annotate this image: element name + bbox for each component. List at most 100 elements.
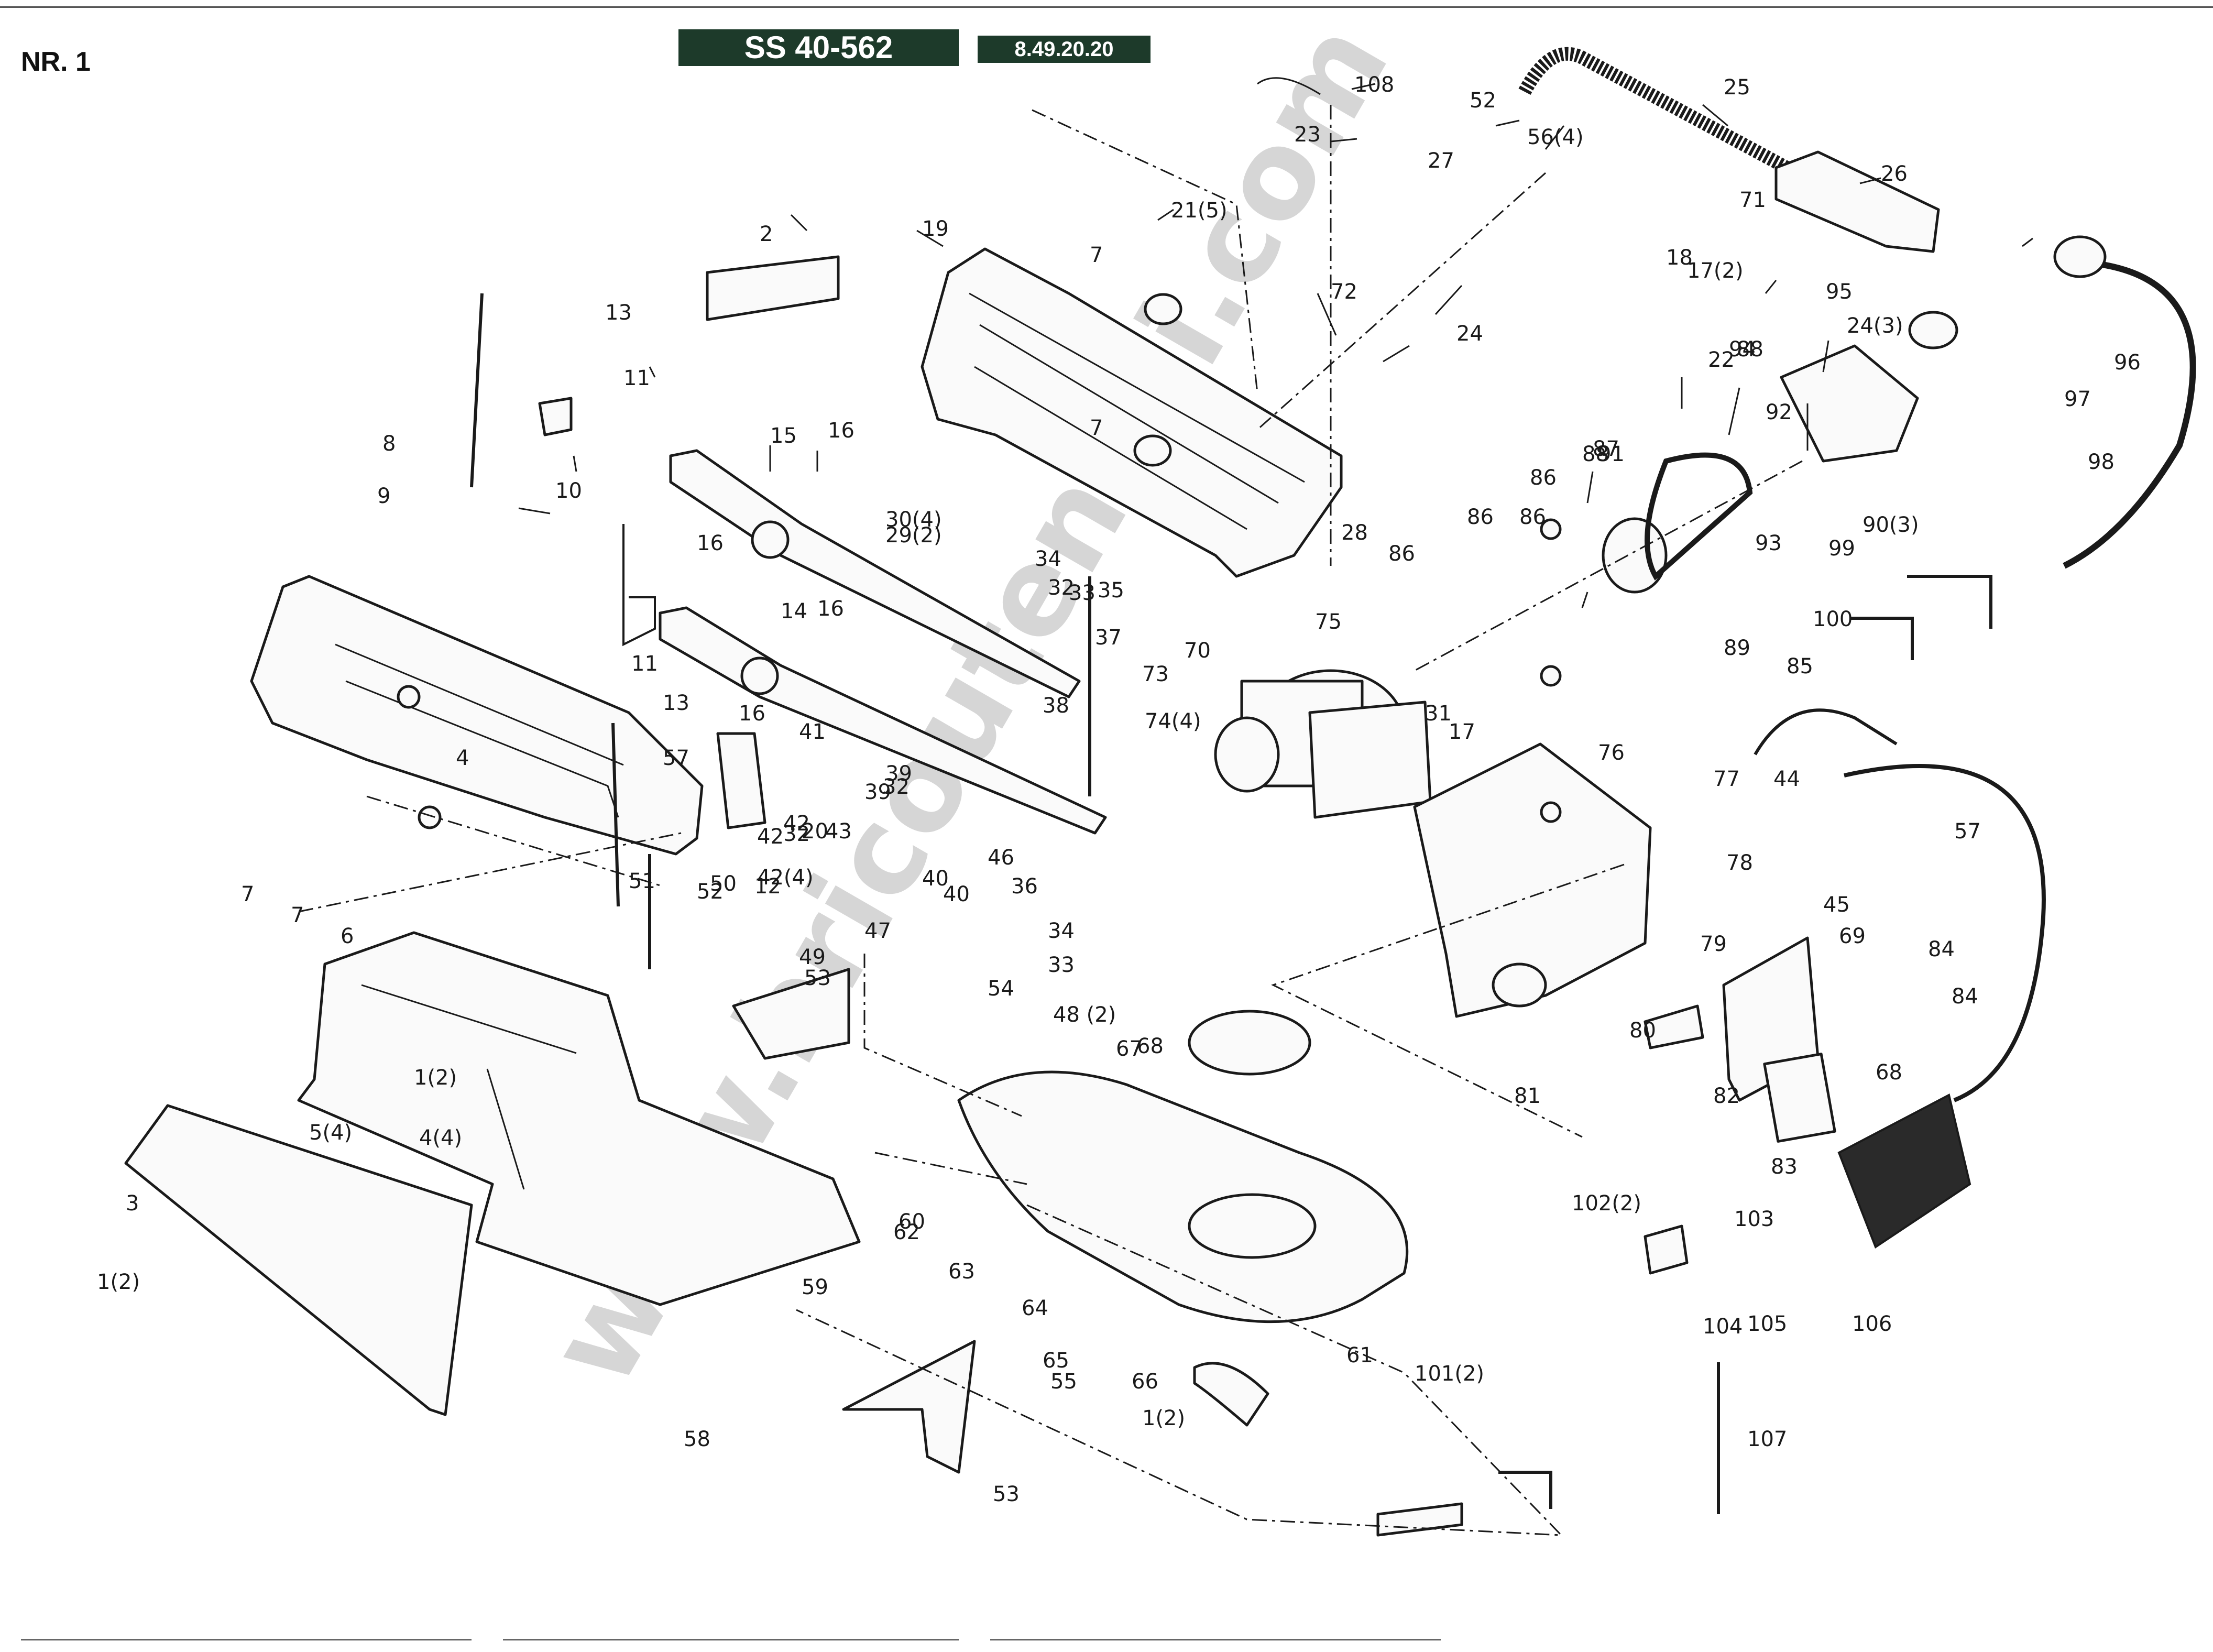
leader-lines [518,83,2033,608]
part-label: 1(2) [97,1270,140,1294]
part-label: 18 [1666,246,1693,270]
part-label: 41 [799,720,826,744]
part-label: 62 [893,1220,920,1244]
part-label: 106 [1852,1312,1892,1336]
part-label: 80 [1629,1019,1656,1043]
hoses-and-cables [1257,47,2196,1102]
part-label: 82 [1713,1084,1740,1108]
part-label: 84 [1952,984,1978,1009]
part-label: 53 [804,966,831,990]
part-label: 65 [1043,1349,1069,1373]
part-label: 69 [1839,924,1866,948]
part-label: 59 [802,1275,828,1299]
top-rule [0,6,2213,8]
part-label: 45 [1823,893,1850,917]
part-label: 38 [1043,694,1069,718]
part-label: 89 [1724,636,1750,660]
part-label: 13 [605,301,632,325]
part-label: 46 [988,846,1014,870]
part-label: 87 [1593,437,1619,461]
part-label: 53 [993,1482,1020,1506]
part-label: 5(4) [309,1121,352,1145]
part-label: 108 [1354,73,1394,97]
part-label: 17(2) [1687,259,1744,283]
part-label: 33 [1069,581,1095,605]
footer-rule-2 [503,1639,959,1640]
part-label: 79 [1700,932,1727,956]
part-label: 74(4) [1145,709,1201,734]
part-label: 29(2) [885,523,942,548]
part-label: 50 [710,872,737,896]
part-label: 83 [1771,1155,1798,1179]
part-label: 75 [1315,610,1342,634]
part-label: 72 [1331,280,1357,304]
part-label: 99 [1828,537,1855,561]
part-label: 19 [922,217,949,241]
motor-housing [1413,742,1652,1018]
upper-arm-housing [921,247,1343,578]
part-label: 14 [781,599,807,623]
part-label: 49 [799,945,826,969]
part-label: 101(2) [1415,1362,1484,1386]
part-label: 71 [1739,188,1766,212]
part-label: 31 [1425,702,1452,726]
footer-rule-1 [21,1639,472,1640]
part-label: 55 [1050,1370,1077,1394]
part-label: 39 [885,762,912,786]
part-label: 107 [1747,1427,1787,1451]
part-label: 7 [1090,243,1103,267]
part-label: 22 [1708,348,1735,372]
part-label: 102(2) [1572,1191,1641,1216]
part-label: 1(2) [1142,1406,1185,1430]
part-label: 93 [1755,531,1782,555]
part-label: 98 [2088,450,2115,474]
part-label: 7 [291,903,304,927]
part-label: 3 [126,1191,139,1216]
part-label: 39 [864,780,891,804]
part-label: 25 [1724,75,1750,100]
part-label: 86 [1388,542,1415,566]
part-label: 95 [1826,280,1853,304]
part-label: 86 [1467,505,1494,529]
model-badge: SS 40-562 [678,29,959,66]
part-label: 23 [1294,123,1321,147]
part-label: 100 [1813,607,1853,631]
worktable [957,1010,1409,1323]
part-label: 76 [1598,741,1625,765]
part-label: 63 [948,1260,975,1284]
part-label: 16 [828,419,854,443]
part-label: 24(3) [1847,314,1903,338]
part-label: 17 [1449,720,1475,744]
part-label: 90(3) [1863,513,1919,537]
part-label: 86 [1519,505,1546,529]
part-label: 91 [1598,442,1625,466]
part-label: 35 [1098,578,1124,603]
brackets [732,968,1269,1474]
part-label: 56(4) [1527,125,1584,149]
part-label: 52 [697,880,724,904]
part-label: 21(5) [1171,199,1228,223]
part-label: 88 [1737,337,1763,362]
part-label: 67 [1116,1037,1143,1061]
part-label: 7 [241,882,254,906]
part-label: 68 [1876,1060,1902,1085]
belt-drive [1602,235,2107,594]
part-label: 26 [1881,162,1908,186]
part-label: 28 [1341,521,1368,545]
part-label: 103 [1734,1207,1774,1231]
part-label: 104 [1703,1315,1743,1339]
part-label: 32 [883,775,910,799]
page-number: NR. 1 [21,47,91,77]
part-label: 13 [663,691,689,715]
part-label: 30(4) [885,508,942,532]
part-label: 33 [1048,953,1075,977]
part-label: 78 [1726,851,1753,875]
motor [1214,669,1432,819]
part-label: 32 [1048,576,1075,600]
part-label: 9 [377,484,390,508]
part-label: 40 [943,882,970,906]
part-label: 2 [760,222,773,246]
part-label: 48 (2) [1053,1003,1116,1027]
part-label: 8 [382,432,396,456]
